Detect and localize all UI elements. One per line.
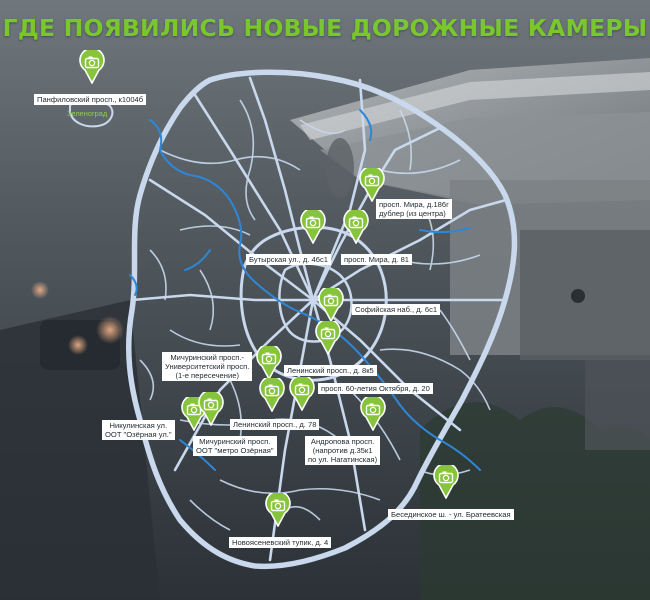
map-pin-michurinsky-univer: [256, 346, 282, 380]
label-andropova-line-2: (напротив д.35к1: [312, 446, 373, 455]
map-pin-leninsky-8: [315, 321, 341, 355]
road-blur: [0, 300, 160, 600]
camera-icon: [320, 327, 336, 340]
map-pin-icon: [256, 346, 282, 380]
label-prosp-mira-186-line-2: дублер (из центра): [379, 209, 446, 218]
map-pin-prosp-mira-81: [343, 210, 369, 244]
car-light: [96, 316, 124, 344]
map-pin-icon: [79, 50, 105, 84]
car-light: [31, 281, 49, 299]
label-nikulinskaya-line-2: ООТ "Озёрная ул.": [105, 430, 172, 439]
map-pin-icon: [259, 378, 285, 412]
label-michurinsky-univer-line-2: Университетский просп.: [165, 362, 250, 371]
map-pin-icon: [360, 397, 386, 431]
map-pin-novoyasenevsky: [265, 493, 291, 527]
map-pin-michurinsky-ozernaya: [198, 392, 224, 426]
label-prosp-mira-186: просп. Мира, д.186г дублер (из центра): [376, 199, 452, 219]
camera-icon: [270, 499, 286, 512]
label-leninsky-8: Ленинский просп., д. 8к5: [284, 365, 377, 376]
label-andropova-line-3: по ул. Нагатинская): [308, 455, 378, 464]
page-title: ГДЕ ПОЯВИЛИСЬ НОВЫЕ ДОРОЖНЫЕ КАМЕРЫ: [2, 14, 648, 42]
map-pin-prosp-mira-186: [359, 168, 385, 202]
map-pin-icon: [198, 392, 224, 426]
label-nikulinskaya: Никулинская ул. ООТ "Озёрная ул.": [102, 420, 175, 440]
map-pin-icon: [289, 377, 315, 411]
label-michurinsky-ozernaya-line-1: Мичуринский просп.: [199, 437, 271, 446]
map-pin-panfilovsky: [79, 50, 105, 84]
camera-icon: [348, 216, 364, 229]
map-pin-icon: [359, 168, 385, 202]
label-michurinsky-ozernaya: Мичуринский просп. ООТ "метро Озёрная": [193, 436, 277, 456]
map-pin-60-let: [289, 377, 315, 411]
map-pin-icon: [315, 321, 341, 355]
car-light: [68, 335, 88, 355]
map-pin-icon: [318, 288, 344, 322]
label-leninsky-78: Ленинский просп., д. 78: [230, 419, 320, 430]
map-pin-icon: [300, 210, 326, 244]
label-michurinsky-univer-line-3: (1-е пересечение): [175, 371, 239, 380]
camera-icon: [264, 384, 280, 397]
label-prosp-mira-81: просп. Мира, д. 81: [341, 254, 413, 265]
camera-icon: [305, 216, 321, 229]
map-pin-icon: [343, 210, 369, 244]
label-prosp-mira-186-line-1: просп. Мира, д.186г: [379, 200, 449, 209]
label-andropova: Андропова просп. (напротив д.35к1 по ул.…: [305, 436, 381, 465]
label-zelenograd: Зеленоград: [67, 109, 108, 118]
label-michurinsky-univer: Мичуринский просп.- Университетский прос…: [162, 352, 253, 381]
map-pin-butyrskaya: [300, 210, 326, 244]
camera-icon: [365, 403, 381, 416]
label-besedinskoe: Бесединское ш. - ул. Братеевская: [388, 509, 514, 520]
camera-icon: [203, 398, 219, 411]
label-andropova-line-1: Андропова просп.: [310, 437, 375, 446]
map-pin-icon: [433, 465, 459, 499]
map-pin-leninsky-78: [259, 378, 285, 412]
label-60-let: просп. 60-летия Октября, д. 20: [318, 383, 433, 394]
map-pin-andropova: [360, 397, 386, 431]
camera-icon: [84, 56, 100, 69]
label-novoyasenevsky: Новоясеневский тупик, д. 4: [229, 537, 332, 548]
camera-icon: [186, 403, 202, 416]
label-michurinsky-ozernaya-line-2: ООТ "метро Озёрная": [196, 446, 274, 455]
camera-icon: [294, 383, 310, 396]
label-panfilovsky: Панфиловский просп., к1004б: [34, 94, 147, 105]
map-pin-sofiyskaya: [318, 288, 344, 322]
label-butyrskaya: Бутырская ул., д. 46с1: [246, 254, 332, 265]
map-pin-besedinskoe: [433, 465, 459, 499]
label-nikulinskaya-line-1: Никулинская ул.: [109, 421, 168, 430]
camera-icon: [364, 174, 380, 187]
traffic-camera-illustration: [290, 58, 650, 450]
camera-icon: [438, 471, 454, 484]
camera-icon: [261, 352, 277, 365]
label-michurinsky-univer-line-1: Мичуринский просп.-: [170, 353, 245, 362]
trees-blur: [420, 402, 650, 600]
camera-icon: [323, 294, 339, 307]
label-sofiyskaya: Софийская наб., д. 6с1: [352, 304, 441, 315]
map-pin-icon: [265, 493, 291, 527]
